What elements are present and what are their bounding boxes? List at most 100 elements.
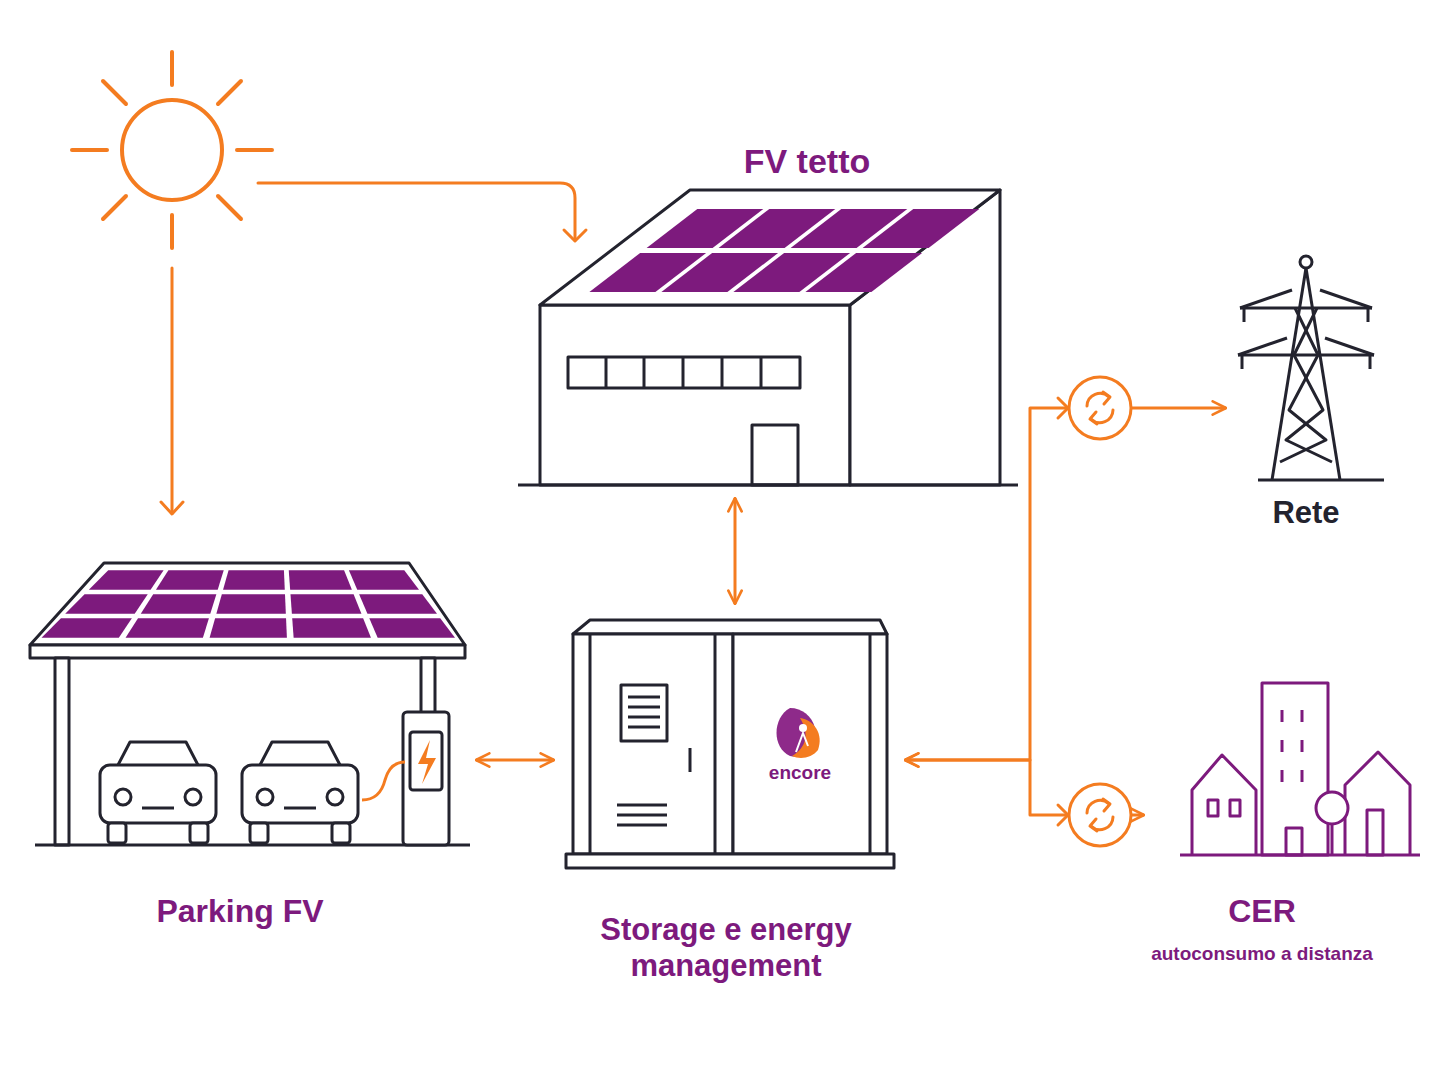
sun-icon [103, 81, 126, 104]
community-icon [1316, 792, 1348, 824]
car-icon [284, 807, 316, 810]
solar-panel [216, 594, 286, 614]
exchange-symbol [1058, 398, 1068, 418]
ev-charger [403, 712, 449, 845]
building-icon [643, 357, 646, 388]
car-icon [142, 807, 174, 810]
storage-container [573, 620, 887, 634]
community-icon [1345, 752, 1410, 855]
community-icon [1281, 770, 1284, 782]
solar-panel [349, 570, 419, 590]
exchange-symbol [1087, 799, 1113, 831]
solar-panel [89, 570, 164, 590]
solar-panel [292, 618, 371, 638]
building-icon [605, 357, 608, 388]
solar-panel [65, 594, 148, 614]
building-icon [568, 357, 800, 388]
exchange-symbol [1058, 805, 1068, 825]
solar-panel [210, 618, 287, 638]
sun-icon [218, 81, 241, 104]
community-icon [1301, 770, 1304, 782]
sun-icon [103, 196, 126, 219]
car-icon [260, 742, 340, 765]
car-icon [118, 742, 198, 765]
community-icon [1192, 755, 1256, 855]
node-title: Parking FV [60, 893, 420, 930]
solar-panel [126, 618, 209, 638]
sun-icon [218, 196, 241, 219]
sun-ray-arrow [161, 502, 183, 514]
car-icon [190, 823, 208, 843]
community-icon [1281, 740, 1284, 752]
community-icon [1208, 800, 1218, 816]
building-icon [760, 357, 763, 388]
sun-icon [237, 148, 272, 152]
node-title: CER [1162, 893, 1362, 930]
car-icon [250, 823, 268, 843]
sun-ray-arrow [564, 230, 586, 241]
building-icon [518, 190, 1018, 485]
car-icon [327, 789, 343, 805]
roof-solar-panels [805, 253, 922, 292]
car-icon [332, 823, 350, 843]
sun-ray-arrow [161, 183, 586, 514]
pylon-icon [1238, 354, 1374, 357]
sun-icon [122, 100, 222, 200]
solar-panel [289, 570, 352, 590]
community-node: CERautoconsumo a distanza [1148, 675, 1428, 980]
carport-solar-panels [42, 570, 455, 638]
car-icon [100, 742, 216, 843]
building-icon [721, 357, 724, 388]
sun-icon [170, 215, 174, 248]
carport-icon [421, 658, 435, 713]
car-icon [242, 742, 358, 843]
car-icon [108, 823, 126, 843]
carport-node: Parking FV [25, 555, 468, 940]
charge-bolt [418, 740, 436, 784]
roof-solar-panels [863, 209, 980, 248]
ev-charger [403, 712, 449, 845]
node-title: Rete [1231, 495, 1381, 531]
storage-container [628, 726, 660, 729]
node-subtitle: Storage e energy management [561, 912, 891, 983]
encore-logo [777, 708, 820, 758]
exchange-symbol [1058, 377, 1131, 439]
community-icon [1230, 800, 1240, 816]
exchange-symbol [1087, 392, 1113, 424]
pylon-icon [1286, 308, 1332, 462]
storage-container [621, 685, 667, 741]
storage-container [566, 620, 894, 868]
pylon-icon [1258, 479, 1384, 482]
community-icon [1180, 683, 1420, 855]
building-node: FV tetto [515, 135, 1020, 490]
solar-panel [359, 594, 437, 614]
storage-container [689, 748, 692, 772]
encore-logo [796, 733, 808, 752]
community-icon [1281, 710, 1284, 722]
charge-cable [362, 762, 405, 800]
pylon-icon [1241, 355, 1244, 369]
energy-flow-arrow [734, 498, 737, 604]
pylon-icon [1240, 307, 1372, 310]
pylon-icon [1243, 308, 1246, 322]
storage-node: encoreStorage e energy management [562, 612, 897, 1000]
ev-charger [410, 732, 442, 790]
building-icon [752, 425, 798, 485]
storage-container [573, 634, 733, 854]
pylon-icon [1325, 338, 1374, 355]
community-icon [1367, 810, 1383, 855]
pylon-icon [1240, 290, 1292, 308]
building-icon [540, 305, 850, 485]
car-icon [257, 789, 273, 805]
pylon-icon [1320, 290, 1372, 308]
storage-container [869, 634, 872, 854]
logo-text: encore [745, 762, 855, 784]
storage-container [617, 804, 667, 807]
sun-icon [170, 52, 174, 85]
carport-icon [30, 563, 465, 645]
car-icon [185, 789, 201, 805]
solar-panel [223, 570, 285, 590]
carport-icon [30, 645, 465, 658]
exchange-symbol [1069, 377, 1131, 439]
solar-panel [156, 570, 224, 590]
